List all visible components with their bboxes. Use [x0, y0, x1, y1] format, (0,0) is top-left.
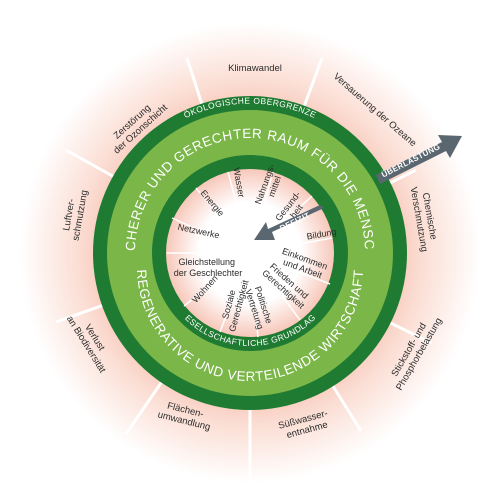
foundation-label: Gleichstellung der Geschlechter [174, 257, 243, 278]
foundation-dividers [167, 171, 333, 338]
overshoot-arrow-shape [376, 135, 462, 184]
shortfall-arrow-shape [254, 205, 324, 240]
ceiling-label: Klimawandel [228, 63, 282, 74]
